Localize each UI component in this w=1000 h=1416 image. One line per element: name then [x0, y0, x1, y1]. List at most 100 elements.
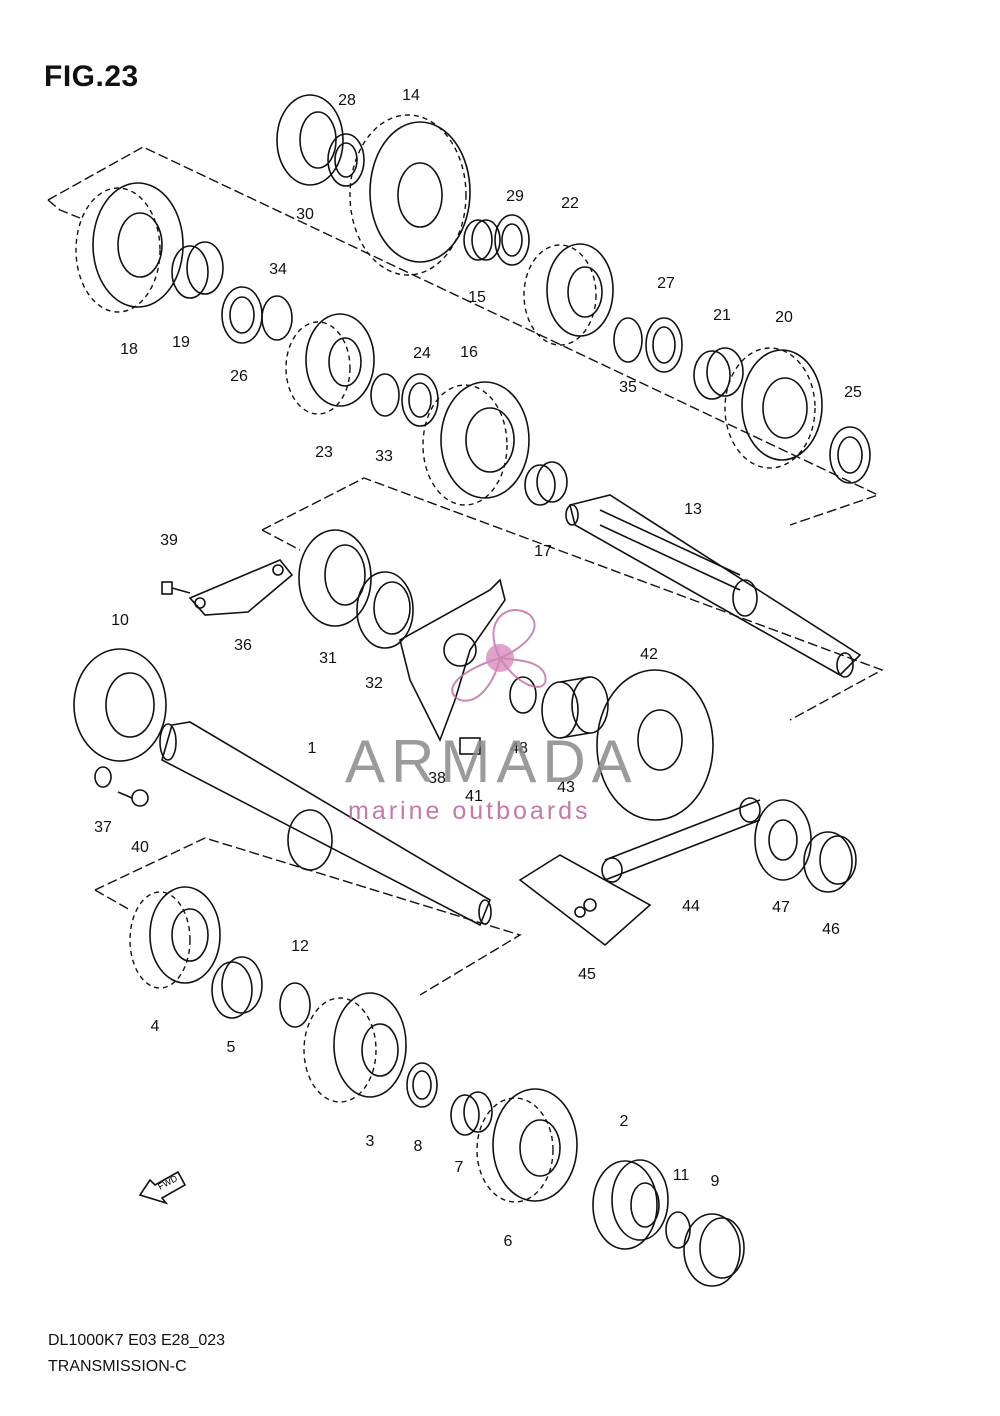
- circlip-34: [261, 295, 293, 341]
- diagram-code: DL1000K7 E03 E28_023: [48, 1332, 226, 1349]
- watermark-brand: ARMADA: [345, 728, 638, 795]
- watermark-tagline: marine outboards: [348, 797, 591, 825]
- part-callout-40: 40: [131, 839, 149, 856]
- part-callout-17: 17: [534, 543, 552, 560]
- forward-arrow-icon: FWD: [138, 1170, 187, 1205]
- washer-8: [406, 1062, 438, 1108]
- part-callout-12: 12: [291, 938, 309, 955]
- sprocket-42: [596, 669, 714, 821]
- bushing-7: [450, 1091, 493, 1136]
- bearing-19: [171, 241, 224, 299]
- washer-28: [327, 133, 365, 187]
- part-callout-15: 15: [468, 289, 486, 306]
- bearing-10: [73, 648, 167, 762]
- part-callout-8: 8: [413, 1138, 423, 1155]
- part-callout-18: 18: [120, 341, 138, 358]
- part-callout-34: 34: [269, 261, 287, 278]
- bearing-21: [693, 347, 744, 400]
- gear-2: [592, 1159, 669, 1250]
- gear-4: [129, 886, 221, 989]
- lower-shaft-boundary: [94, 837, 522, 996]
- part-callout-35: 35: [619, 379, 637, 396]
- part-callout-27: 27: [657, 275, 675, 292]
- washer-26: [221, 286, 263, 344]
- part-callout-11: 11: [672, 1167, 690, 1184]
- part-callout-25: 25: [844, 384, 862, 401]
- gear-18: [75, 182, 184, 313]
- circlip-35: [613, 317, 643, 363]
- part-callout-20: 20: [775, 309, 793, 326]
- mainshaft-1: [159, 721, 492, 927]
- washer-27: [645, 317, 683, 373]
- part-callout-33: 33: [375, 448, 393, 465]
- oring-11: [665, 1211, 691, 1249]
- part-callout-24: 24: [413, 345, 431, 362]
- gear-20: [724, 347, 823, 469]
- spacer-43: [541, 676, 609, 739]
- part-callout-14: 14: [402, 87, 420, 104]
- bearing-30: [276, 94, 344, 186]
- gear-16: [422, 381, 530, 506]
- washer-37: [94, 766, 112, 788]
- part-callout-38: 38: [428, 770, 446, 787]
- part-callout-23: 23: [315, 444, 333, 461]
- bearing-31: [298, 529, 372, 627]
- part-callout-2: 2: [619, 1113, 629, 1130]
- part-callout-43: 43: [557, 779, 575, 796]
- nut-46: [803, 831, 857, 893]
- part-callout-41: 41: [465, 788, 483, 805]
- part-callout-48: 48: [510, 740, 528, 757]
- bolt-40: [117, 789, 149, 807]
- part-callout-10: 10: [111, 612, 129, 629]
- part-callout-42: 42: [640, 646, 658, 663]
- part-callout-21: 21: [713, 307, 731, 324]
- plate-36: [188, 559, 294, 616]
- washer-29: [494, 214, 530, 266]
- part-callout-19: 19: [172, 334, 190, 351]
- gear-6: [476, 1088, 578, 1203]
- bearing-9: [683, 1213, 745, 1287]
- part-callout-36: 36: [234, 637, 252, 654]
- bushing-5: [211, 956, 263, 1019]
- part-callout-30: 30: [296, 206, 314, 223]
- bushing-17: [524, 461, 568, 506]
- gear-14: [349, 114, 471, 276]
- part-callout-4: 4: [150, 1018, 160, 1035]
- part-callout-39: 39: [160, 532, 178, 549]
- part-callout-22: 22: [561, 195, 579, 212]
- circlip-33: [370, 373, 400, 417]
- upper-shaft-boundary: [47, 146, 880, 526]
- watermark-propeller-icon: [451, 609, 547, 702]
- seal-32: [356, 571, 414, 649]
- washer-25: [829, 426, 871, 484]
- part-callout-46: 46: [822, 921, 840, 938]
- part-callout-9: 9: [710, 1173, 720, 1190]
- part-callout-6: 6: [503, 1233, 513, 1250]
- part-callout-45: 45: [578, 966, 596, 983]
- part-callout-28: 28: [338, 92, 356, 109]
- diagram-name: TRANSMISSION-C: [48, 1358, 187, 1375]
- bolt-39: [161, 581, 191, 595]
- gear-3: [303, 992, 407, 1103]
- oring-48: [509, 676, 537, 714]
- bolt-41: [459, 737, 481, 755]
- joint-kit-45: [518, 854, 652, 947]
- figure-title: FIG.23: [44, 60, 139, 93]
- part-callout-7: 7: [454, 1159, 464, 1176]
- part-callout-3: 3: [365, 1133, 375, 1150]
- washer-47: [754, 799, 812, 881]
- part-callout-31: 31: [319, 650, 337, 667]
- part-callout-44: 44: [682, 898, 700, 915]
- gear-22: [523, 243, 614, 346]
- part-callout-47: 47: [772, 899, 790, 916]
- part-callout-32: 32: [365, 675, 383, 692]
- part-callout-5: 5: [226, 1039, 236, 1056]
- countershaft-13: [565, 494, 862, 678]
- part-callout-13: 13: [684, 501, 702, 518]
- bushing-15: [463, 219, 501, 261]
- part-callout-1: 1: [307, 740, 317, 757]
- part-callout-29: 29: [506, 188, 524, 205]
- part-callout-37: 37: [94, 819, 112, 836]
- middle-shaft-boundary: [261, 477, 884, 721]
- circlip-12: [279, 982, 311, 1028]
